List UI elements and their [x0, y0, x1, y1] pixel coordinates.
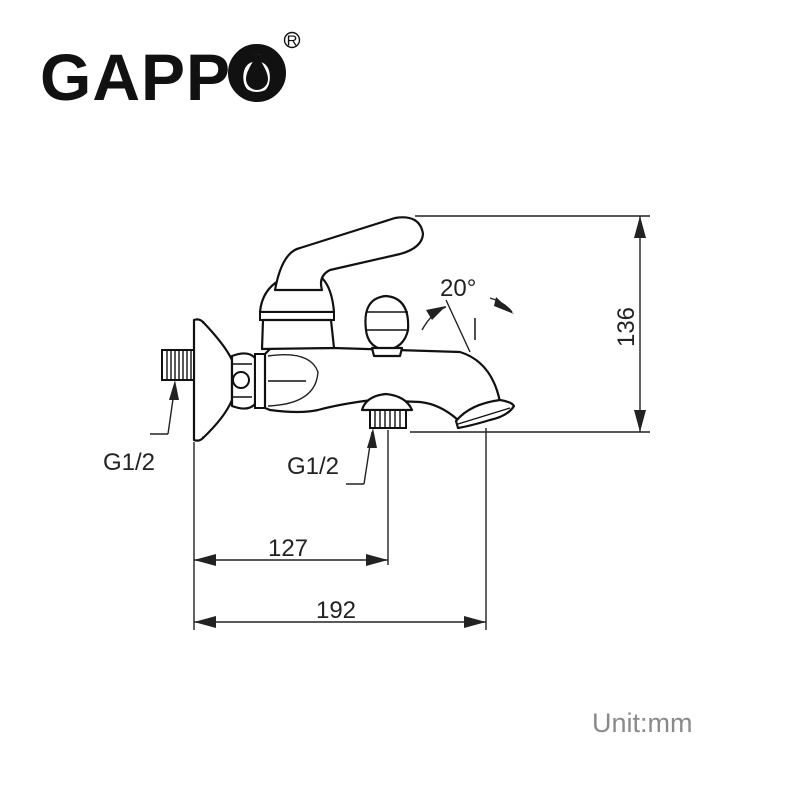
- outlet-thread-label: G1/2: [287, 453, 339, 480]
- angle-value: 20°: [440, 275, 476, 302]
- spout-distance-dimension: 192: [194, 428, 487, 630]
- body-lever-cap: [267, 354, 319, 407]
- spout-outlet: [454, 398, 516, 430]
- faucet-outline: [161, 216, 516, 442]
- wall-thread-label: G1/2: [103, 449, 155, 476]
- registered-mark-circle: [283, 31, 301, 49]
- cartridge-housing: [260, 318, 336, 351]
- outlet-port: [360, 392, 414, 412]
- registered-mark: R: [287, 33, 298, 50]
- unit-label: Unit:mm: [592, 708, 693, 738]
- flange-cone: [202, 321, 234, 439]
- wall-thread-leader: G1/2: [103, 380, 179, 476]
- diverter-base: [370, 346, 404, 358]
- water-drop-icon: [228, 44, 286, 102]
- angle-dimension: 20°: [421, 275, 514, 353]
- height-value: 136: [613, 307, 640, 347]
- outlet-thread-leader: G1/2: [287, 428, 377, 485]
- height-dimension: 136: [410, 215, 650, 433]
- lever-handle: [273, 216, 425, 292]
- diverter-knob: [364, 294, 410, 352]
- outlet-thread: [374, 410, 401, 428]
- outlet-distance-dimension: 127: [193, 430, 389, 630]
- brand-logo: GAPPO R: [40, 31, 301, 114]
- wall-thread: [166, 350, 192, 380]
- outlet-distance-value: 127: [268, 535, 308, 562]
- spout-distance-value: 192: [316, 597, 356, 624]
